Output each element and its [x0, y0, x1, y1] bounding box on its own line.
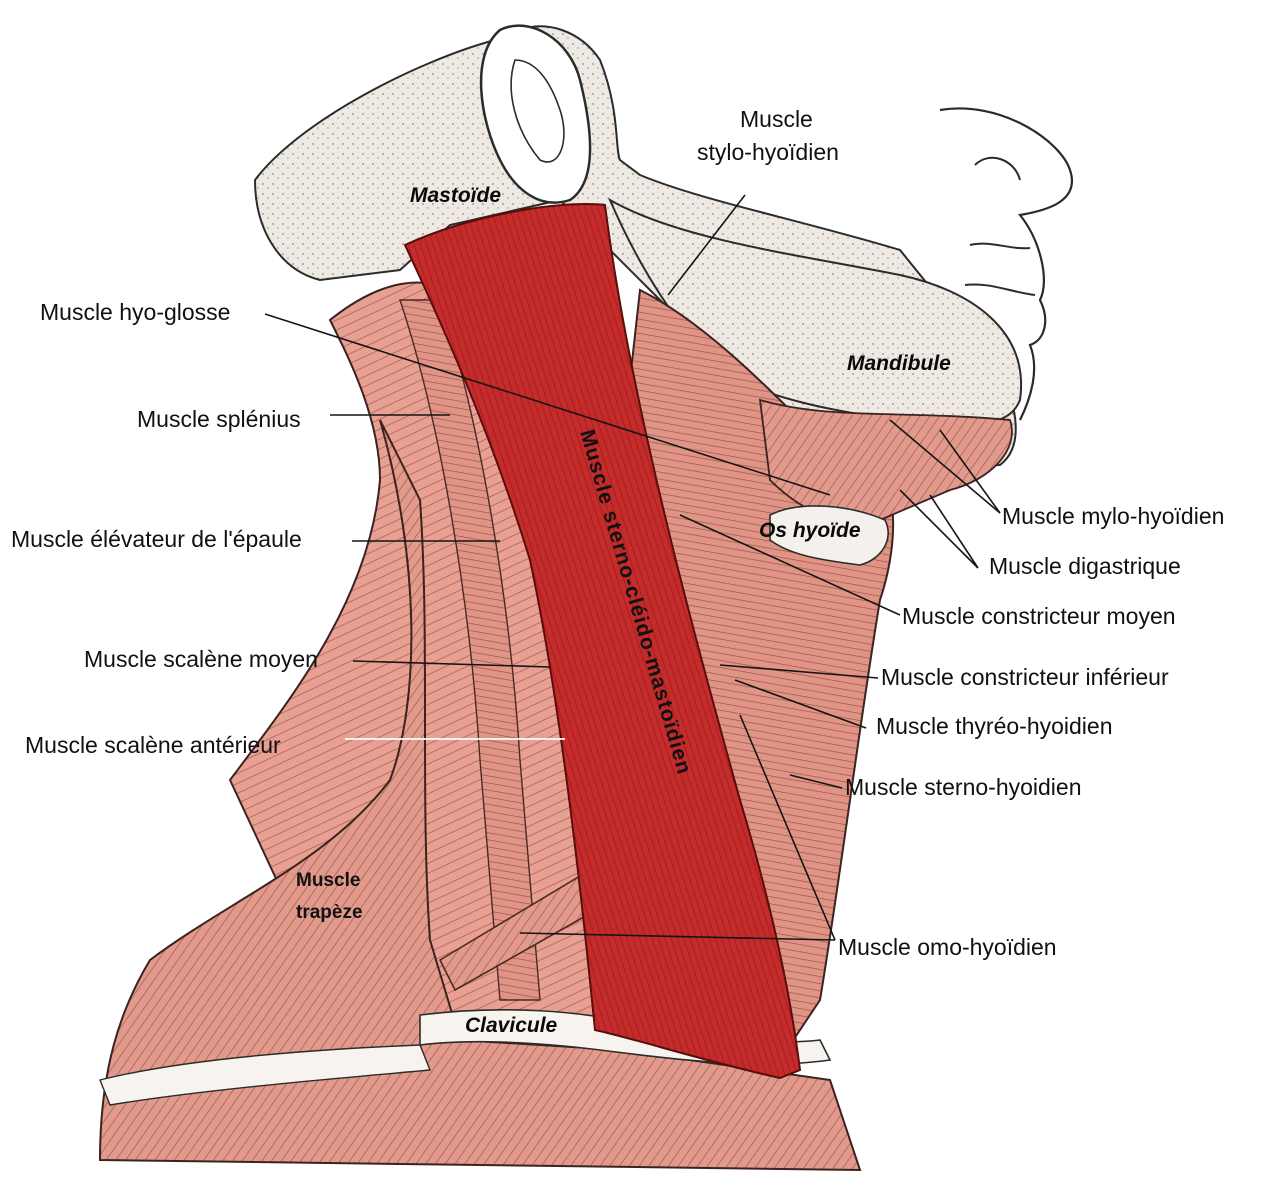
structure-os-hyoide: Os hyoïde — [759, 519, 861, 542]
label-splenius: Muscle splénius — [137, 406, 301, 432]
label-thyreo-hyoidien: Muscle thyréo-hyoidien — [876, 713, 1113, 739]
label-stylo-hyoidien-line1: Muscle — [740, 106, 813, 132]
leader-digastrique-1 — [900, 490, 978, 568]
label-stylo-hyoidien-line2: stylo-hyoïdien — [697, 139, 839, 165]
label-elevateur: Muscle élévateur de l'épaule — [11, 526, 302, 552]
structure-mandibule: Mandibule — [847, 352, 951, 375]
label-constricteur-moyen: Muscle constricteur moyen — [902, 603, 1176, 629]
label-scalene-anterieur: Muscle scalène antérieur — [25, 732, 281, 758]
label-trapeze-line1: Muscle — [296, 870, 360, 891]
label-digastrique: Muscle digastrique — [989, 553, 1181, 579]
leader-digastrique-2 — [930, 495, 978, 568]
structure-clavicule: Clavicule — [465, 1014, 558, 1037]
label-sterno-hyoidien: Muscle sterno-hyoidien — [845, 774, 1082, 800]
structure-mastoide: Mastoïde — [410, 184, 501, 207]
label-hyo-glosse: Muscle hyo-glosse — [40, 299, 230, 325]
label-mylo-hyoidien: Muscle mylo-hyoïdien — [1002, 503, 1224, 529]
label-constricteur-inferieur: Muscle constricteur inférieur — [881, 664, 1169, 690]
label-omo-hyoidien: Muscle omo-hyoïdien — [838, 934, 1057, 960]
label-trapeze-line2: trapèze — [296, 902, 363, 923]
label-scalene-moyen: Muscle scalène moyen — [84, 646, 318, 672]
